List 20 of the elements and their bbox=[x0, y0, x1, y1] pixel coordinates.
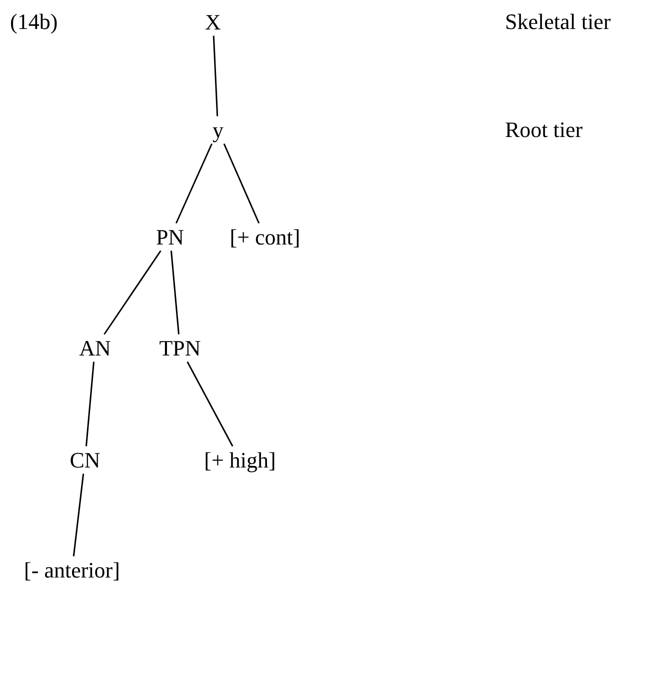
node-label: PN bbox=[154, 223, 186, 251]
node-label: AN bbox=[77, 334, 113, 362]
annotation-text: Skeletal tier bbox=[505, 8, 611, 36]
node-label: TPN bbox=[157, 334, 203, 362]
tree-line bbox=[223, 143, 260, 224]
node-label: [+ high] bbox=[202, 446, 278, 474]
tree-line bbox=[104, 250, 162, 335]
node-label: y bbox=[210, 116, 226, 144]
node-label: X bbox=[203, 8, 223, 36]
annotation-text: Root tier bbox=[505, 116, 583, 144]
node-label: CN bbox=[68, 446, 102, 474]
tree-line bbox=[212, 36, 218, 116]
tree-line bbox=[175, 143, 213, 224]
node-label: [- anterior] bbox=[22, 556, 122, 584]
tree-line bbox=[170, 250, 180, 334]
tree-line bbox=[72, 474, 84, 556]
tree-line bbox=[186, 361, 234, 447]
tree-line bbox=[85, 362, 95, 446]
annotation-text: (14b) bbox=[10, 8, 58, 36]
node-label: [+ cont] bbox=[228, 223, 302, 251]
